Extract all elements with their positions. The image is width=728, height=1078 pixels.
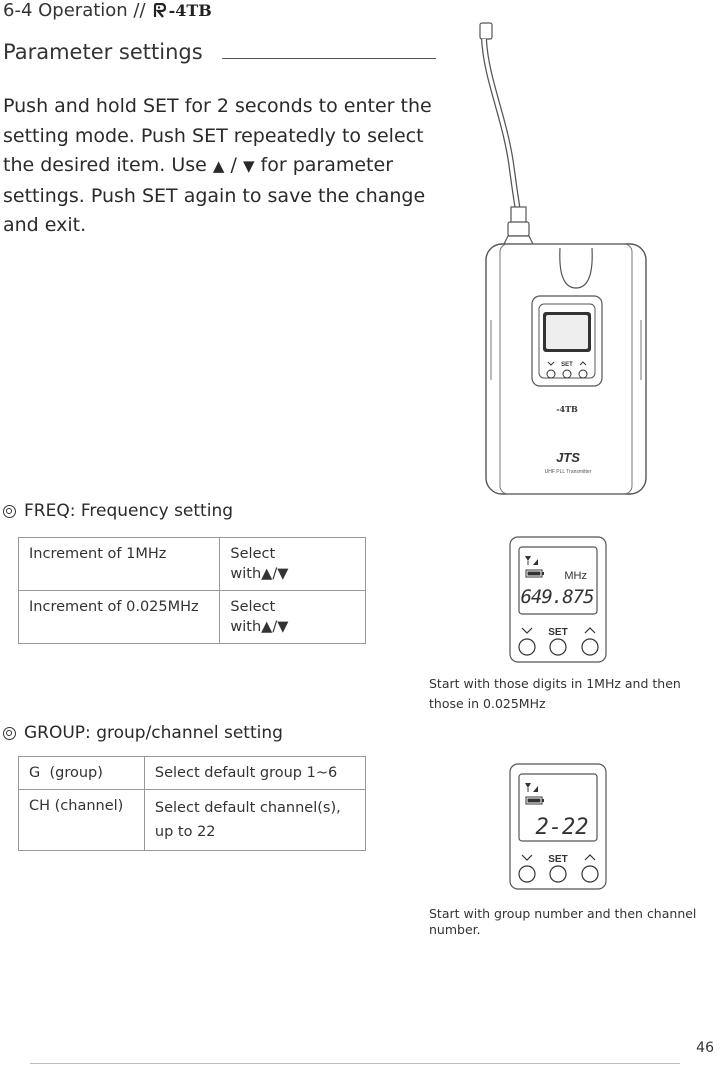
table-cell-action: Select default channel(s),up to 22 <box>143 789 367 851</box>
table-row: CH (channel) Select default channel(s),u… <box>18 789 367 851</box>
model-logo-text: -4TB <box>168 1 212 20</box>
up-button-icon <box>581 638 599 656</box>
display-set-label: SET <box>548 854 567 865</box>
group-heading: GROUP: group/channel setting <box>3 723 283 743</box>
section-label: 6-4 Operation // <box>3 0 146 21</box>
table-cell-label: CH (channel) <box>18 789 145 851</box>
device-brand: JTS <box>556 450 580 465</box>
device-model-label: -4TB <box>556 404 578 414</box>
table-cell-label: Increment of 1MHz <box>17 537 221 591</box>
set-button-icon <box>549 638 567 656</box>
up-arrow-icon: ▲ <box>212 157 225 175</box>
transmitter-illustration: SET -4TB JTS UHF PLL Transmitter <box>479 22 647 495</box>
set-button-icon <box>549 865 567 883</box>
display-unit: MHz <box>564 570 587 582</box>
down-button-icon <box>518 865 536 883</box>
device-sub-brand: UHF PLL Transmitter <box>545 469 592 475</box>
freq-heading: FREQ: Frequency setting <box>3 501 233 521</box>
intro-line: the desired item. Use ▲ / ▼ for paramete… <box>3 154 394 176</box>
display-frequency: 649.875 <box>520 586 594 608</box>
circle-bullet-icon <box>3 504 16 518</box>
intro-line: settings. Push SET again to save the cha… <box>3 184 426 207</box>
display-set-label: SET <box>548 627 567 638</box>
freq-display-illustration: MHz 649.875 SET <box>509 536 607 663</box>
intro-paragraph: Push and hold SET for 2 seconds to enter… <box>3 92 443 241</box>
intro-line: setting mode. Push SET repeatedly to sel… <box>3 124 424 147</box>
collar <box>510 206 527 224</box>
page-title: Parameter settings <box>3 40 203 64</box>
group-caption: Start with group number and then channel… <box>429 906 697 937</box>
group-table: G (group) Select default group 1~6 CH (c… <box>18 756 367 851</box>
table-row: G (group) Select default group 1~6 <box>18 756 367 790</box>
down-button-icon <box>518 638 536 656</box>
table-cell-action: Select default group 1~6 <box>143 756 367 790</box>
up-button-icon <box>581 865 599 883</box>
circle-bullet-icon <box>3 726 16 740</box>
antenna-logo-icon <box>153 2 166 18</box>
signal-icon <box>525 783 531 788</box>
group-display-illustration: 2-22 SET <box>509 763 607 890</box>
display-group-channel: 2-22 <box>536 815 589 840</box>
title-divider <box>222 58 436 59</box>
freq-caption: Start with those digits in 1MHz and then… <box>429 676 681 711</box>
page-number: 46 <box>696 1040 714 1056</box>
device-set-label: SET <box>561 362 573 368</box>
signal-icon <box>525 556 531 561</box>
footer-divider <box>30 1063 680 1064</box>
page-header: 6-4 Operation // -4TB <box>3 0 212 21</box>
table-cell-label: Increment of 0.025MHz <box>17 590 221 644</box>
intro-line: Push and hold SET for 2 seconds to enter… <box>3 95 432 117</box>
intro-line: and exit. <box>3 214 87 236</box>
table-cell-label: G (group) <box>18 756 145 790</box>
model-logo: -4TB <box>152 1 212 20</box>
down-arrow-icon: ▼ <box>242 157 255 175</box>
mic-tip <box>479 22 493 40</box>
